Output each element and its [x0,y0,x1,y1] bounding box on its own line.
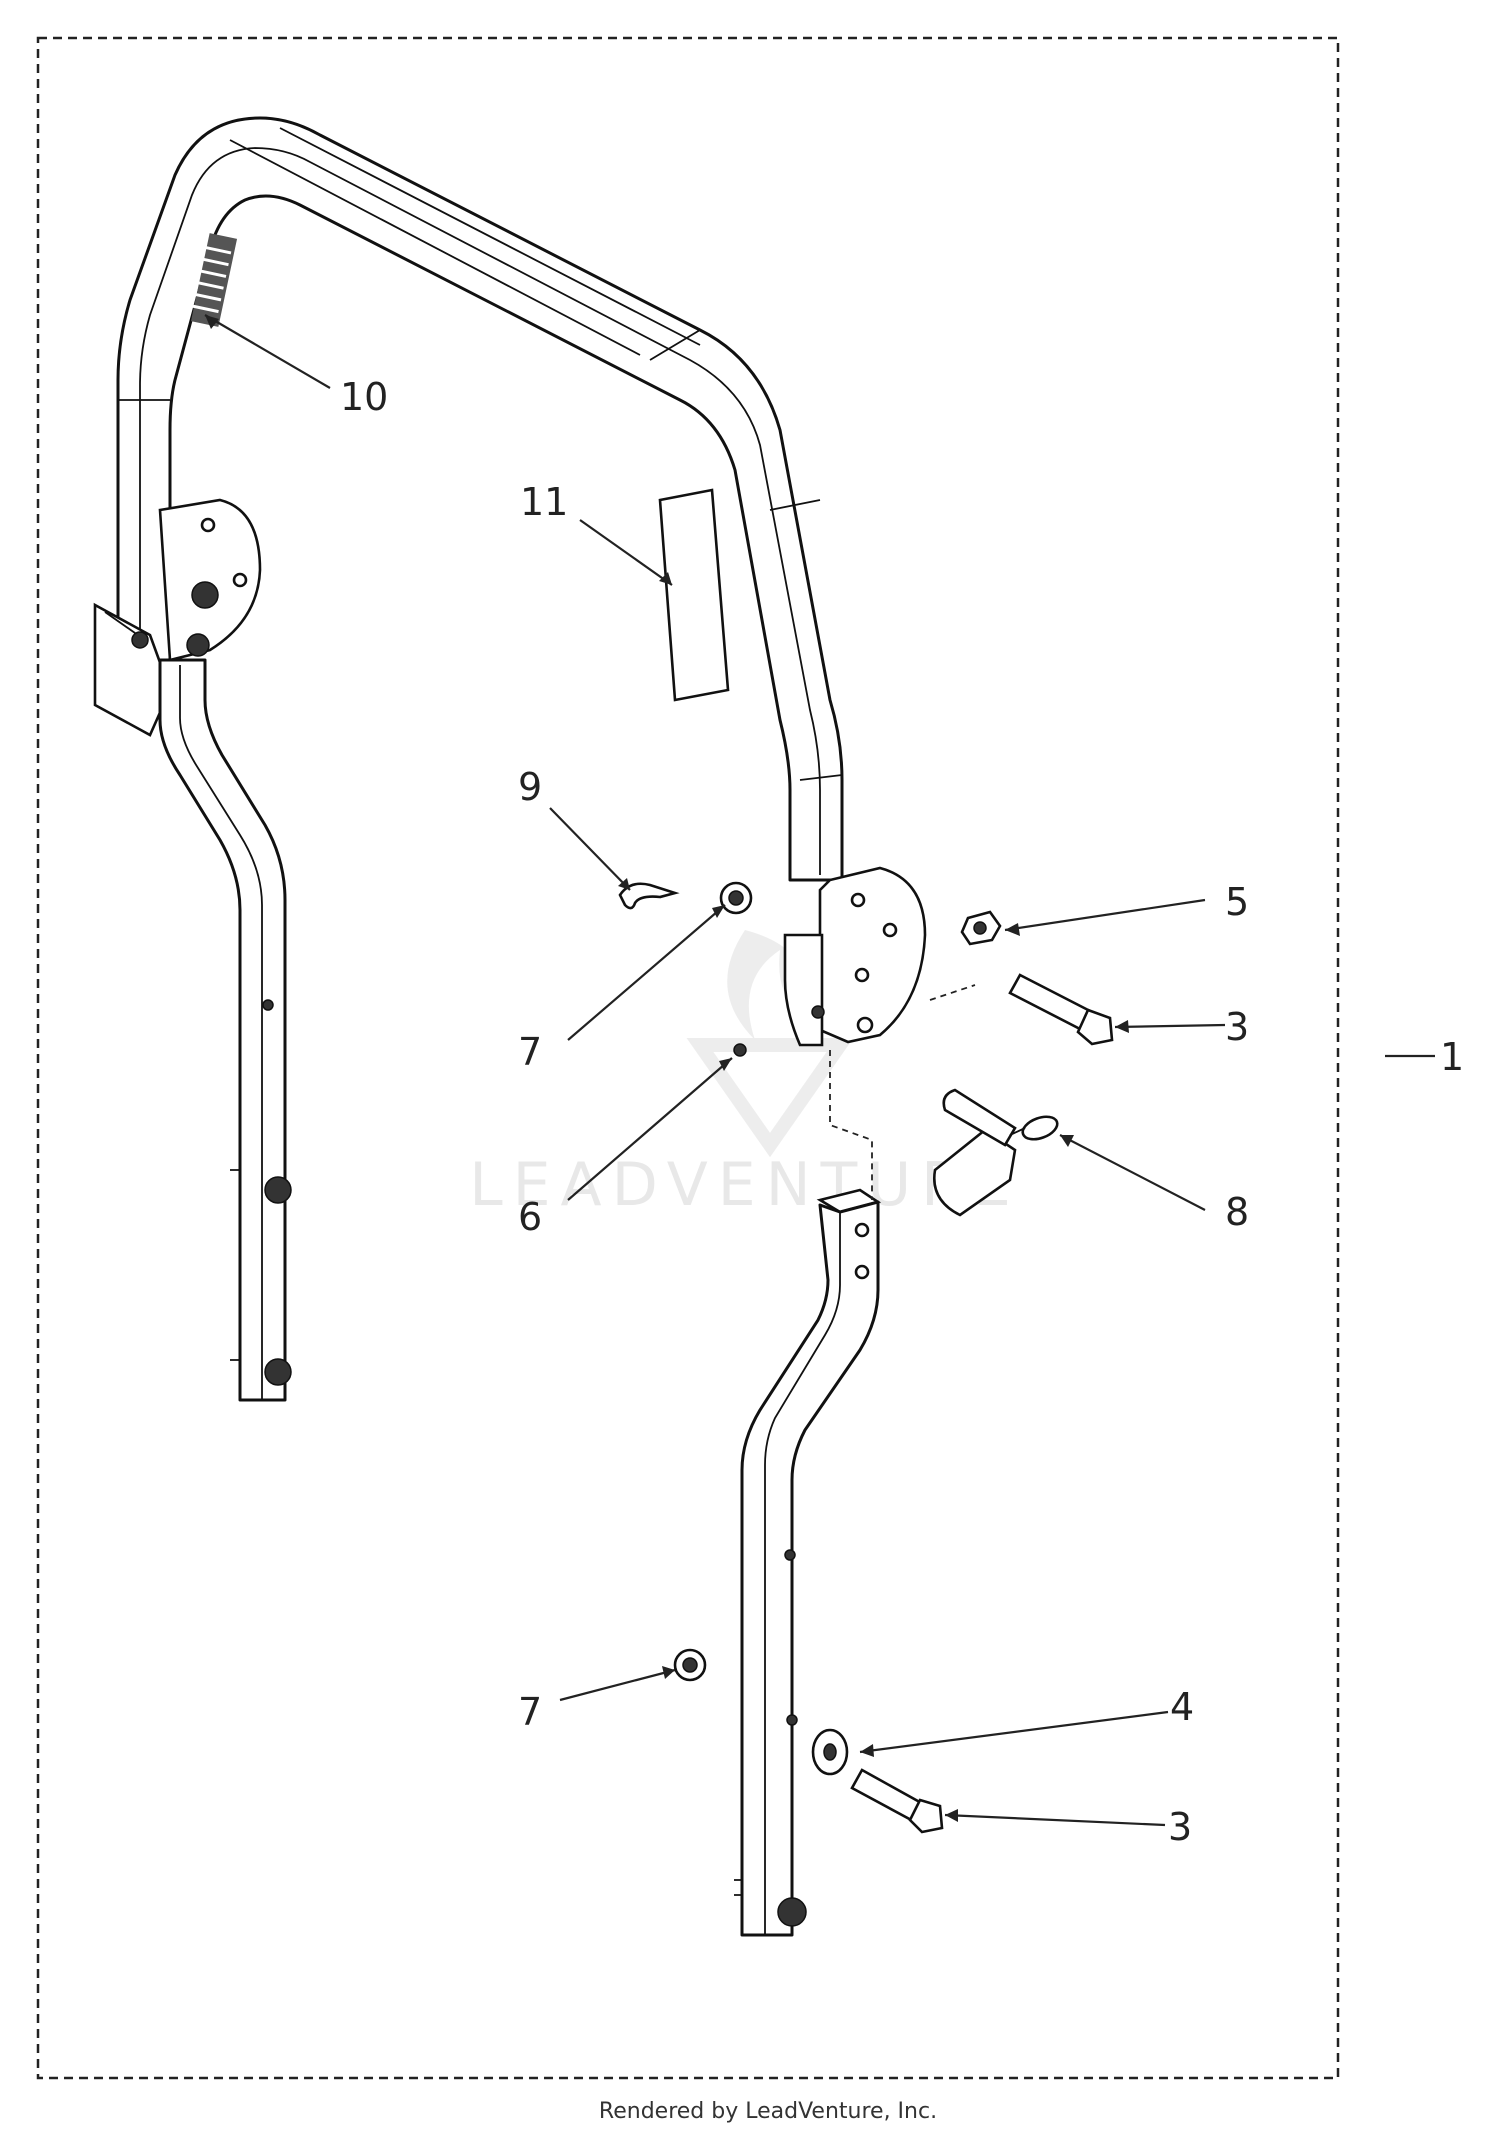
left-pivot-plate [158,498,262,662]
watermark: LEADVENTURE [469,930,1021,1220]
right-pivot-plate [818,866,927,1044]
alignment-line [829,1050,873,1200]
callout-6: 6 [518,1195,542,1239]
right-lower-upright [734,1188,882,1937]
callout-4: 4 [1170,1685,1194,1729]
hair-pin-clip [618,882,680,910]
hex-bolt-upper [1008,973,1114,1046]
left-upper-bolt [264,1176,292,1204]
callout-11: 11 [520,480,568,524]
leader-lines [204,314,1435,1827]
watermark-chevron-icon [686,1038,854,1158]
right-lower-bolt [777,1897,807,1927]
watermark-text: LEADVENTURE [469,1150,1021,1220]
left-lower-bolt [264,1358,292,1386]
footer-credit: Rendered by LeadVenture, Inc. [599,2099,937,2124]
flat-washer [811,1728,849,1776]
callout-7-lower: 7 [518,1690,542,1734]
flange-nut-lower [673,1648,707,1682]
flange-nut-upper [719,881,753,915]
callout-7-upper: 7 [518,1030,542,1074]
callout-5: 5 [1225,880,1249,924]
lock-pin [932,1088,1059,1217]
left-lower-upright [158,658,292,1402]
hex-bolt-lower [850,1768,944,1834]
decal-label-11 [658,488,730,702]
decal-label-10 [188,233,238,327]
callout-9: 9 [518,765,542,809]
detent-ball [733,1043,747,1057]
assembly-boundary [36,36,1340,2080]
callout-1: 1 [1440,1035,1464,1079]
left-pivot-nut [191,581,219,609]
callout-3-upper: 3 [1225,1005,1249,1049]
callout-3-lower: 3 [1168,1805,1192,1849]
upper-roll-bar [93,116,927,1047]
callout-10: 10 [340,375,388,419]
lock-nut [960,910,1002,946]
callout-8: 8 [1225,1190,1249,1234]
